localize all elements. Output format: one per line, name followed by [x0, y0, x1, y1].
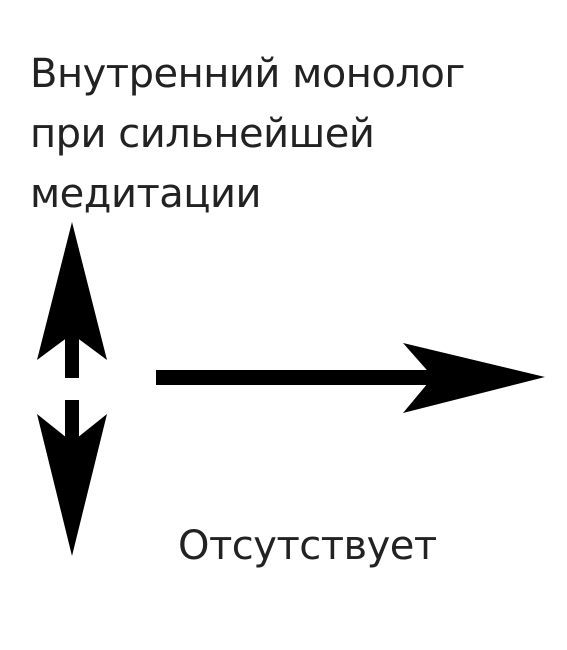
diagram-title: Внутренний монолог при сильнейшей медита… — [30, 44, 550, 224]
caption-absent: Отсутствует — [178, 523, 437, 569]
title-line-3: медитации — [30, 171, 261, 217]
down-arrow-icon — [37, 400, 107, 556]
up-arrow-icon — [37, 222, 107, 378]
right-arrow-icon — [156, 343, 545, 413]
title-line-2: при сильнейшей — [30, 111, 375, 157]
title-line-1: Внутренний монолог — [30, 51, 465, 97]
